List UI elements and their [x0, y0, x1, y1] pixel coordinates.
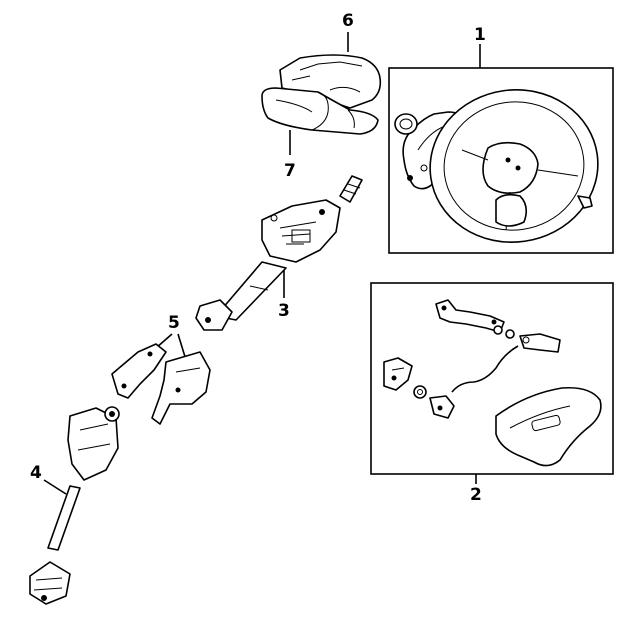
callout-5: 5 — [168, 313, 180, 333]
intermediate-shaft-lower-joint[interactable] — [29, 561, 71, 605]
steering-column-tube[interactable] — [215, 261, 287, 321]
right-column-bracket[interactable] — [151, 351, 211, 425]
callout-7: 7 — [284, 161, 296, 181]
air-bag-module[interactable] — [495, 386, 602, 467]
intermediate-shaft-boot[interactable] — [67, 407, 119, 481]
left-column-bracket[interactable] — [111, 343, 167, 399]
left-mount-bracket[interactable] — [383, 357, 413, 391]
callout-4: 4 — [30, 463, 42, 483]
leader-line-5b — [177, 333, 187, 361]
intermediate-shaft-upper-joint[interactable] — [104, 406, 120, 422]
lower-column-cover[interactable] — [261, 87, 379, 135]
intermediate-shaft-rod[interactable] — [47, 485, 81, 551]
steering-column-lower-joint[interactable] — [195, 299, 233, 331]
steering-wheel-box — [388, 67, 614, 254]
right-mount-bracket[interactable] — [519, 333, 561, 353]
bolt-set[interactable] — [493, 325, 515, 339]
lower-bracket[interactable] — [429, 395, 455, 419]
callout-2: 2 — [470, 485, 482, 505]
steering-column-shaft-top[interactable] — [339, 175, 363, 203]
air-bag-box — [370, 282, 614, 475]
steering-column-housing[interactable] — [261, 199, 341, 263]
upper-column-cover[interactable] — [279, 54, 382, 109]
small-clip[interactable] — [577, 195, 593, 209]
callout-1: 1 — [474, 25, 486, 45]
connector-nut[interactable] — [413, 385, 427, 399]
callout-3: 3 — [278, 301, 290, 321]
upper-mount-bracket[interactable] — [435, 299, 505, 333]
air-bag-wire-harness[interactable] — [451, 345, 519, 393]
leader-line-4 — [43, 479, 67, 495]
clock-spring-ring[interactable] — [394, 113, 418, 135]
steering-wheel[interactable] — [420, 79, 608, 253]
callout-6: 6 — [342, 11, 354, 31]
